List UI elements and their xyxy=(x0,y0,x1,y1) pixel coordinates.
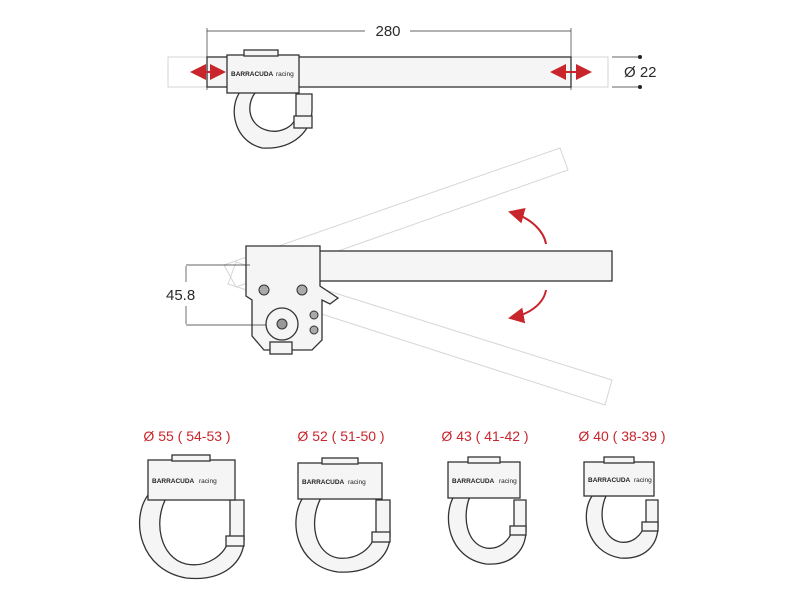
clamp-52-label: Ø 52 ( 51-50 ) xyxy=(297,428,384,444)
clamp-43-brand: BARRACUDA xyxy=(452,478,495,485)
clamp-52-cap xyxy=(321,457,359,465)
clamp-55: Ø 55 ( 54-53 ) BARRACUDA racing xyxy=(138,428,245,580)
clamp-40-brand-suffix: racing xyxy=(634,477,652,484)
clamp-43-label: Ø 43 ( 41-42 ) xyxy=(441,428,528,444)
side-pivot-bolt xyxy=(276,318,288,330)
height-dimension: 45.8 xyxy=(166,287,195,304)
clamp-43-brand-suffix: racing xyxy=(499,478,517,485)
ghost-tube-down xyxy=(227,261,613,406)
clamp-43-ring xyxy=(447,495,527,565)
clamp-52-brand: BARRACUDA xyxy=(302,479,345,486)
clamp-52: Ø 52 ( 51-50 ) BARRACUDA racing xyxy=(295,428,391,573)
clamp-52-ring xyxy=(295,495,391,573)
diameter-dimension: Ø 22 xyxy=(624,64,657,81)
clamp-55-cap xyxy=(171,454,211,462)
clamp-40-ring xyxy=(585,495,659,559)
clamp-43-body xyxy=(447,461,521,499)
length-dimension: 280 xyxy=(375,23,400,40)
side-bolt-small-bottom xyxy=(309,325,319,335)
clamp-43-cap xyxy=(467,456,501,464)
clamp-43-bolt-block xyxy=(509,525,527,536)
diameter-dot-bottom xyxy=(638,85,642,89)
side-bolt-left xyxy=(258,284,270,296)
top-clamp-bolt-block xyxy=(293,115,313,129)
side-clamp-foot xyxy=(269,341,293,355)
clamp-size-row: Ø 55 ( 54-53 ) BARRACUDA racing Ø 52 ( 5… xyxy=(138,428,666,580)
clamp-55-brand-suffix: racing xyxy=(199,478,217,485)
clamp-40-label: Ø 40 ( 38-39 ) xyxy=(578,428,665,444)
clamp-40-bolt-block xyxy=(641,521,659,532)
rotate-arrow-up xyxy=(508,207,547,245)
top-brand-text: BARRACUDA xyxy=(231,71,274,78)
clamp-52-brand-suffix: racing xyxy=(348,479,366,486)
clamp-55-bolt-block xyxy=(225,535,245,547)
side-bolt-right xyxy=(296,284,308,296)
top-clamp-ring xyxy=(233,87,313,149)
side-view: 45.8 xyxy=(166,147,613,406)
clamp-55-brand: BARRACUDA xyxy=(152,478,195,485)
clamp-55-label: Ø 55 ( 54-53 ) xyxy=(143,428,230,444)
top-brand-suffix: racing xyxy=(276,71,294,78)
side-bolt-small-top xyxy=(309,310,319,320)
clamp-55-ring xyxy=(138,494,245,580)
clamp-40-body xyxy=(583,461,655,497)
clamp-43: Ø 43 ( 41-42 ) BARRACUDA racing xyxy=(441,428,529,565)
clamp-40: Ø 40 ( 38-39 ) BARRACUDA racing xyxy=(578,428,666,559)
clamp-52-bolt-block xyxy=(371,531,391,543)
ghost-tube-up xyxy=(223,147,569,288)
top-view: 280 BARRACUDA racing Ø 22 xyxy=(167,23,657,149)
top-clamp-cap xyxy=(243,49,279,57)
diameter-dot-top xyxy=(638,55,642,59)
rotate-arrow-down xyxy=(508,289,547,324)
clamp-40-brand: BARRACUDA xyxy=(588,477,631,484)
clamp-40-cap xyxy=(603,456,635,464)
